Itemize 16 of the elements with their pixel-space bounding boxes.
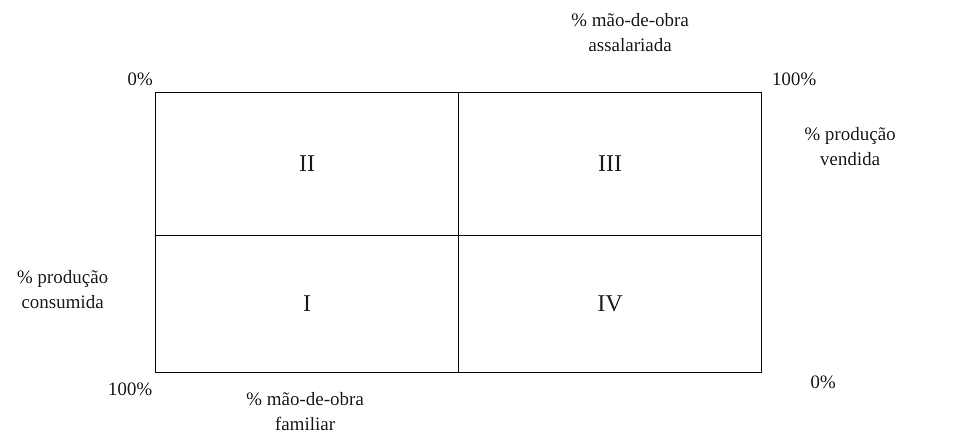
- quadrant-numeral: I: [303, 290, 311, 318]
- axis-title: % mão-de-obra familiar: [245, 388, 365, 437]
- axis-value: 0%: [809, 371, 837, 395]
- quadrant-cell: [458, 92, 762, 236]
- quadrant-numeral: III: [598, 150, 622, 178]
- axis-value: 0%: [126, 68, 154, 92]
- axis-title: % produção vendida: [803, 123, 897, 172]
- quadrant-numeral: II: [299, 150, 315, 178]
- axis-title: % produção consumida: [16, 266, 110, 315]
- quadrant-cell: [458, 235, 762, 373]
- quadrant-numeral: IV: [597, 290, 623, 318]
- quadrant-cell: [155, 92, 459, 236]
- axis-value: 100%: [106, 378, 154, 402]
- axis-title: % mão-de-obra assalariada: [570, 9, 690, 58]
- quadrant-cell: [155, 235, 459, 373]
- axis-value: 100%: [770, 68, 818, 92]
